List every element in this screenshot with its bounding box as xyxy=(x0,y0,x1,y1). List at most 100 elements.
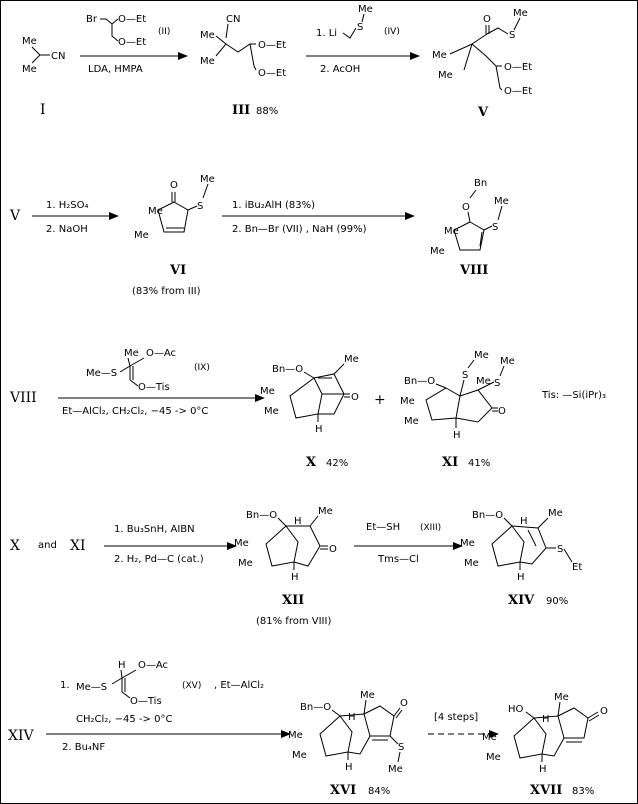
reagent-XV-structure: 1. H O—Ac Me—S O—Tis (XV) , Et—AlCl₂ xyxy=(60,660,264,707)
compound-XI-bond-o xyxy=(435,383,447,389)
compound-XVII-yield: 83% xyxy=(572,786,594,797)
reagent-IV-me: Me xyxy=(358,4,373,15)
compound-V-bonds-chain-b xyxy=(495,65,503,91)
compound-XIV-yield: 90% xyxy=(546,596,568,607)
compound-XII-bno: Bn—O xyxy=(246,510,277,521)
reagent-II-bonds xyxy=(100,18,119,25)
compound-XII-yield: (81% from VIII) xyxy=(256,616,331,627)
compound-XIV-me1: Me xyxy=(460,538,475,549)
compound-VIII-bond-o xyxy=(467,211,471,223)
reagent-XV-bond-o xyxy=(121,691,131,699)
compound-V-oet1: O—Et xyxy=(504,62,532,73)
compound-XI-yield: 41% xyxy=(468,458,490,469)
reagent-IX-bond-me xyxy=(127,357,131,367)
compound-XVI-yield: 84% xyxy=(368,786,390,797)
compound-XIV-me-top: Me xyxy=(548,508,563,519)
compound-XVII-o: O xyxy=(600,706,608,717)
compound-X-label: X xyxy=(306,455,317,470)
reagent-IX-structure: Me O—Ac Me—S O—Tis (IX) xyxy=(86,348,210,393)
compound-XI-me2: Me xyxy=(404,416,419,427)
reagent-II-br: Br xyxy=(86,14,98,25)
condition-h2-pdc: 2. H₂, Pd—C (cat.) xyxy=(114,554,204,565)
reagent-IV-step1: 1. Li xyxy=(316,28,337,39)
row4-start-XI: XI xyxy=(70,538,86,554)
compound-XII-h1: H xyxy=(294,516,302,527)
compound-X-ring-left xyxy=(289,377,323,419)
compound-III-oet1: O—Et xyxy=(258,40,286,51)
compound-X-me-top: Me xyxy=(344,354,359,365)
compound-VIII-label: VIII xyxy=(459,263,488,278)
reagent-IX-bonds xyxy=(129,357,145,380)
compound-XI-bond-s1 xyxy=(459,379,465,397)
compound-VIII-structure: Bn O S Me Me Me xyxy=(430,178,509,257)
row3-start-label: VIII xyxy=(9,390,37,406)
compound-XII-me-top: Me xyxy=(318,506,333,517)
compound-X-bond-o xyxy=(303,371,315,379)
compound-XII-carbonyl xyxy=(320,545,328,550)
compound-III-oet2: O—Et xyxy=(258,68,286,79)
compound-XIV-et: Et xyxy=(572,562,582,573)
compound-X-structure: Bn—O Me O Me Me H xyxy=(260,354,359,435)
compound-VIII-s: S xyxy=(492,222,498,233)
compound-X-yield: 42% xyxy=(326,458,348,469)
compound-XI-bond-me-s2 xyxy=(499,365,505,377)
compound-III-label: III xyxy=(232,103,250,118)
compound-VIII-bn: Bn xyxy=(474,178,487,189)
compound-VI-me1: Me xyxy=(148,206,163,217)
compound-XVII-structure: HO Me H O Me Me H xyxy=(482,692,608,775)
compound-VI-s: S xyxy=(197,201,203,212)
compound-XII-bond-o xyxy=(277,517,287,527)
row5-start-label: XIV xyxy=(8,728,34,744)
compound-III-yield: 88% xyxy=(256,106,278,117)
condition-bu3snh: 1. Bu₃SnH, AIBN xyxy=(114,524,195,535)
reagent-IV-bond-me xyxy=(361,13,365,23)
compound-V-bonds-chain xyxy=(471,43,502,67)
condition-tmscl: Tms—Cl xyxy=(377,554,419,565)
compound-XIV-structure: Bn—O H Me S Et Me Me H xyxy=(460,508,582,583)
condition-ch2cl2: CH₂Cl₂, −45 -> 0°C xyxy=(76,714,172,725)
compound-VIII-bond-bn xyxy=(469,189,477,199)
compound-VI-structure: O S Me Me Me xyxy=(134,174,215,241)
compound-XVII-label: XVII xyxy=(530,783,562,798)
compound-III-bonds-chain-b xyxy=(249,43,257,71)
compound-XVI-carbonyl xyxy=(393,707,403,719)
compound-X-bond-me xyxy=(333,363,345,375)
plus-sign: + xyxy=(374,392,386,408)
compound-VI-me-s: Me xyxy=(200,174,215,185)
compound-XVI-me-s: Me xyxy=(388,764,403,775)
compound-VIII-bond-mes xyxy=(497,205,503,221)
condition-etalcl2: Et—AlCl₂, CH₂Cl₂, −45 -> 0°C xyxy=(62,406,208,417)
compound-XIV-bond-me xyxy=(537,517,549,529)
compound-X-ring-right-b xyxy=(318,393,345,415)
reagent-XV-tag: (XV) xyxy=(182,681,201,691)
compound-XVII-ho: HO xyxy=(508,704,524,715)
compound-XI-h: H xyxy=(453,430,461,441)
compound-I-structure: Me Me CN xyxy=(22,36,65,75)
reagent-XV-step1: 1. xyxy=(60,680,70,691)
compound-XI-me1: Me xyxy=(400,396,415,407)
reagent-IV-structure: 1. Li S Me (IV) 2. AcOH xyxy=(316,4,400,75)
compound-XI-me-s2: Me xyxy=(500,356,515,367)
compound-V-me-s: Me xyxy=(513,8,528,19)
compound-XVII-bond-o xyxy=(525,711,535,719)
compound-X-ring-right xyxy=(313,373,345,395)
compound-XI-structure: Bn—O S Me S Me Me O Me Me H xyxy=(400,350,515,441)
compound-XIV-s: S xyxy=(557,544,563,555)
reagent-II-oet-a: O—Et xyxy=(118,14,146,25)
compound-V-me2: Me xyxy=(438,70,453,81)
reagent-XV-mes: Me—S xyxy=(76,682,107,693)
compound-X-h: H xyxy=(315,424,323,435)
compound-XVI-bond-mes xyxy=(397,751,401,763)
compound-XVII-h2: H xyxy=(539,764,547,775)
condition-bnbr: 2. Bn—Br (VII) , NaH (99%) xyxy=(232,224,367,235)
compound-XVII-carbonyl xyxy=(587,711,600,722)
compound-XII-structure: Bn—O H Me O Me Me H xyxy=(234,506,337,583)
compound-XIV-h2: H xyxy=(517,572,525,583)
reagent-XIII-tag: (XIII) xyxy=(420,523,441,533)
compound-XVI-me1: Me xyxy=(288,730,303,741)
reagent-IX-oac: O—Ac xyxy=(146,348,176,359)
condition-bu4nf: 2. Bu₄NF xyxy=(62,742,105,753)
compound-V-o: O xyxy=(483,14,491,25)
compound-VI-ring xyxy=(157,201,189,233)
